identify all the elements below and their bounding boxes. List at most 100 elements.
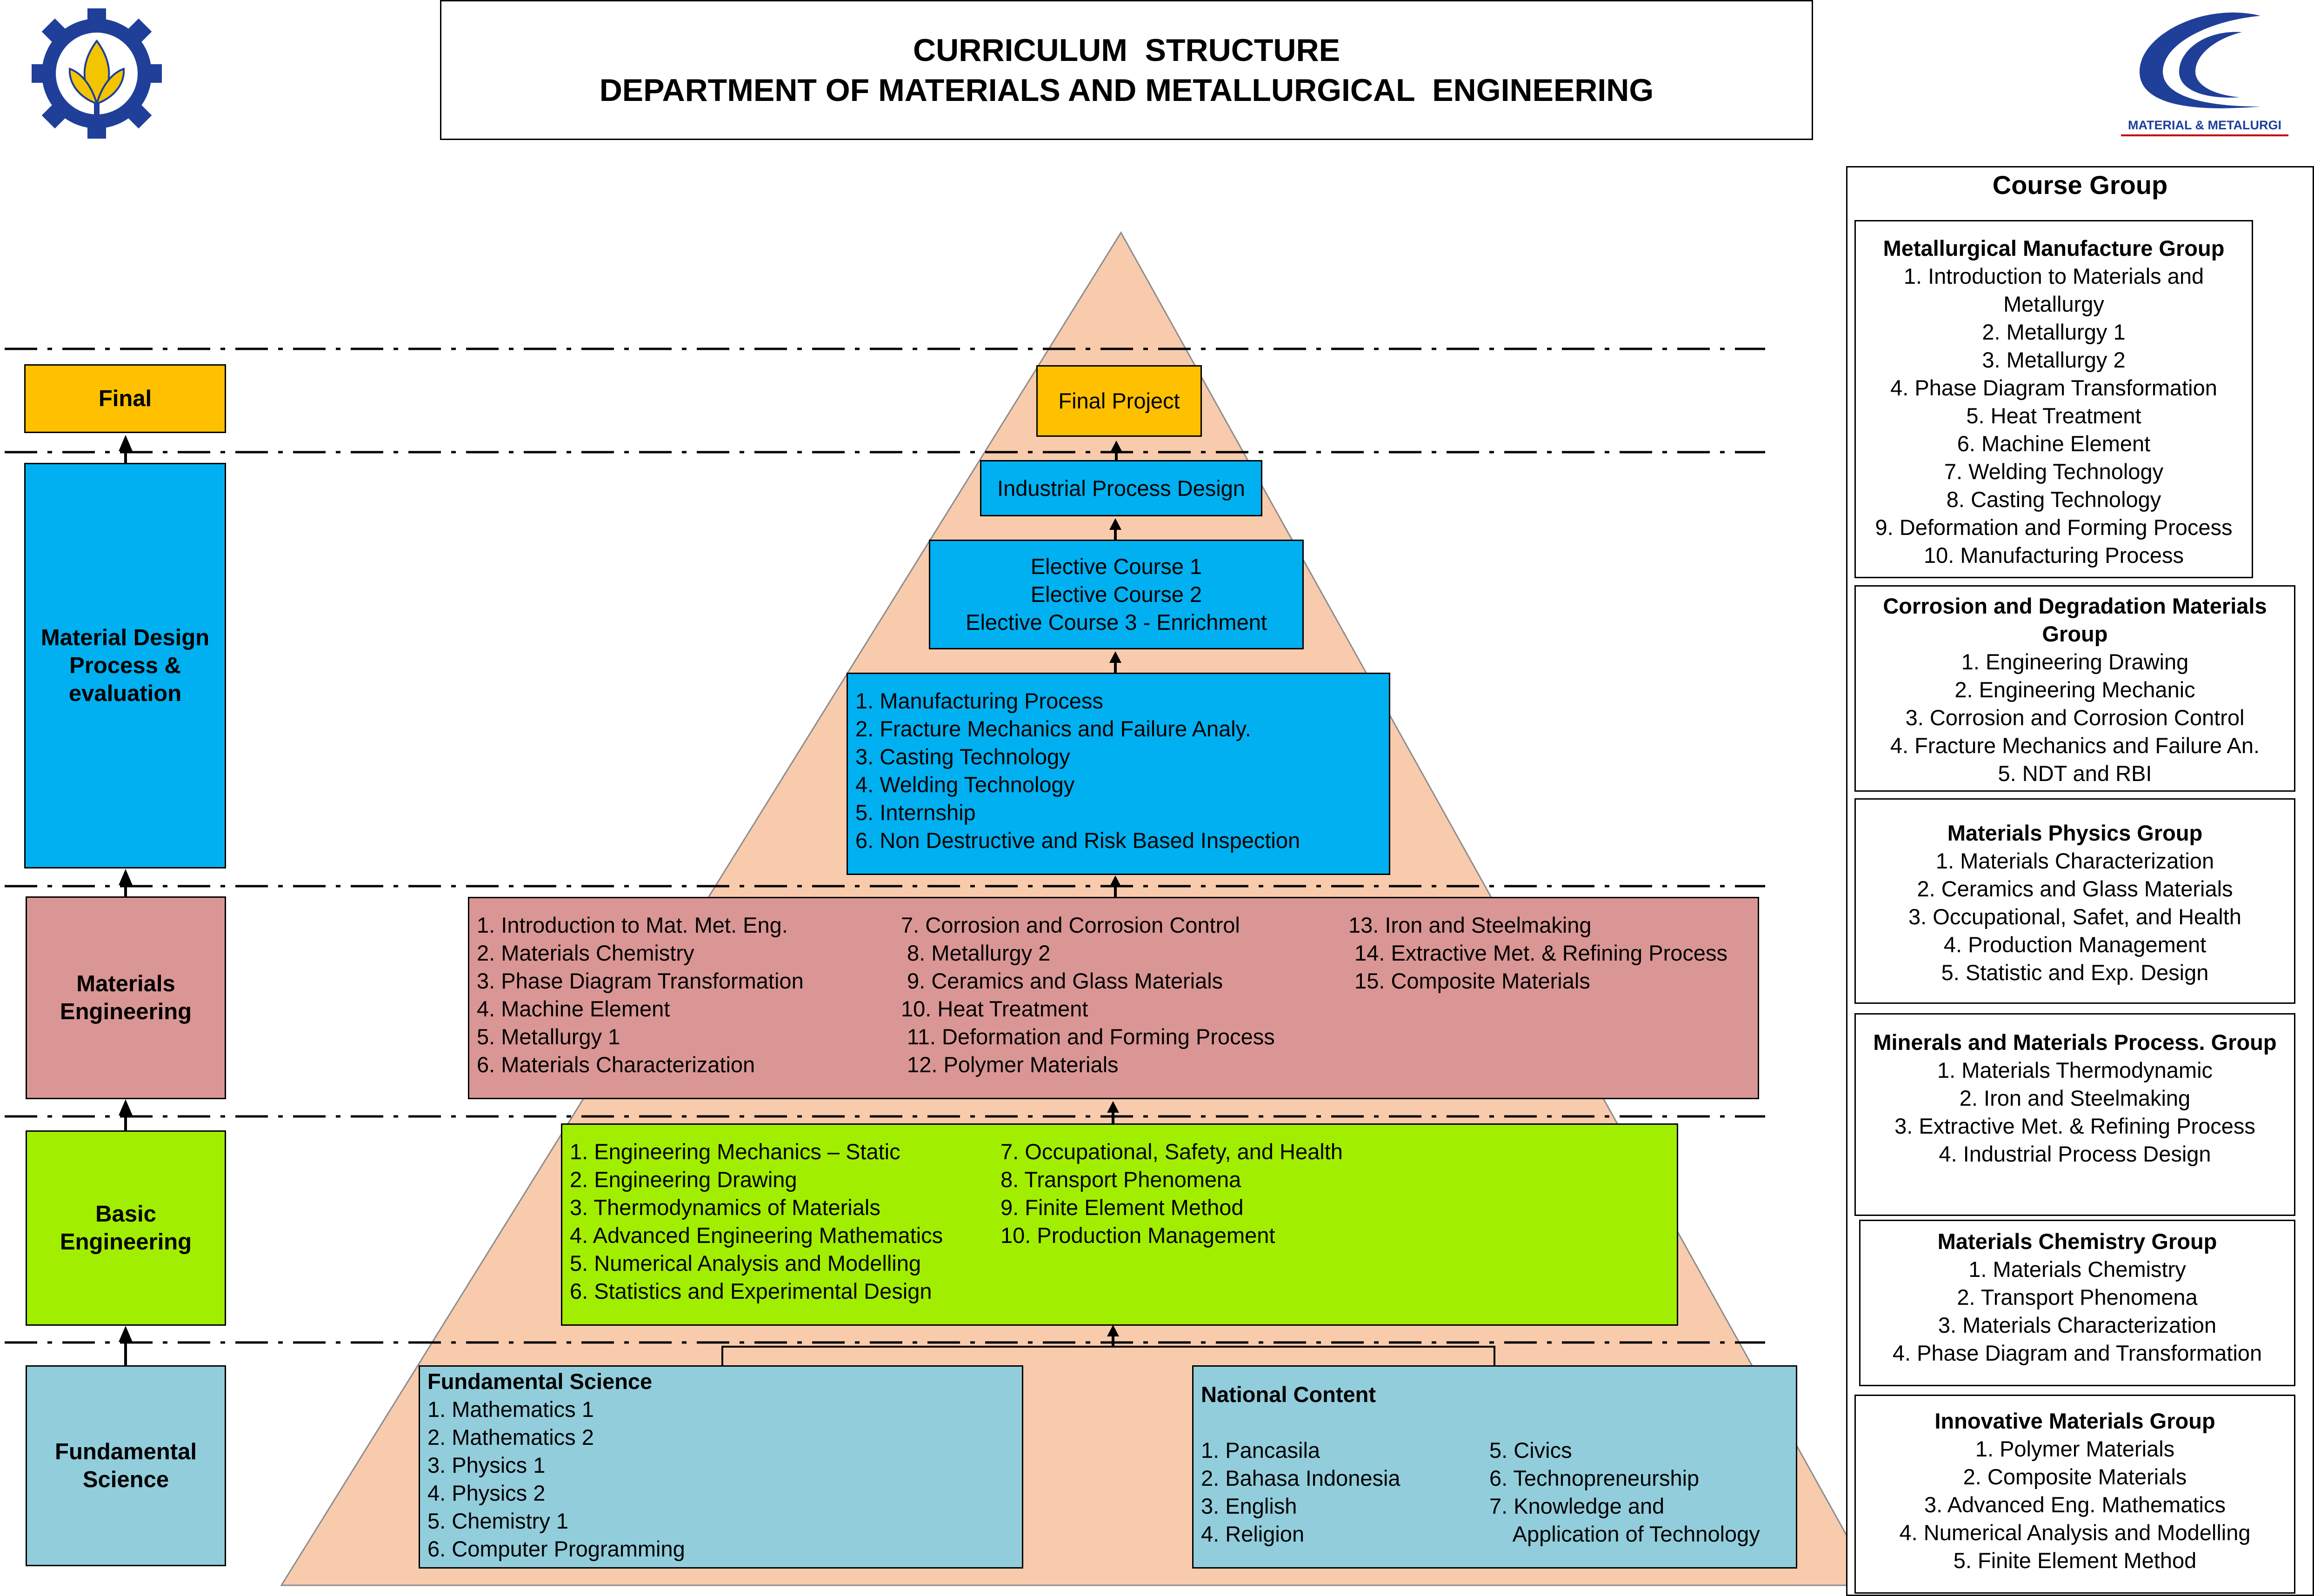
group-item: 2. Metallurgy 1 bbox=[1982, 320, 2126, 344]
group-item: 1. Introduction to Materials and bbox=[1903, 264, 2204, 288]
group-item: 3. Metallurgy 2 bbox=[1982, 347, 2126, 372]
design-courses-box: 1. Manufacturing Process 2. Fracture Mec… bbox=[847, 673, 1390, 875]
course-item: 3. Physics 1 bbox=[427, 1453, 546, 1477]
group-title: Innovative Materials Group bbox=[1934, 1409, 2215, 1433]
course-item: 3. English bbox=[1201, 1494, 1297, 1518]
group-item: 1. Materials Thermodynamic bbox=[1937, 1058, 2213, 1082]
group-title: Materials Physics Group bbox=[1947, 821, 2203, 845]
group-item: 1. Materials Chemistry bbox=[1968, 1257, 2186, 1282]
group-item: 4. Industrial Process Design bbox=[1939, 1142, 2211, 1166]
course-item: 6. Computer Programming bbox=[427, 1536, 685, 1561]
group-item: 8. Casting Technology bbox=[1946, 487, 2161, 512]
course-item: 5. Chemistry 1 bbox=[427, 1509, 568, 1533]
course-item: 4. Machine Element bbox=[477, 996, 670, 1021]
course-item: 2. Engineering Drawing bbox=[570, 1167, 797, 1192]
course-item: 9. Ceramics and Glass Materials bbox=[901, 968, 1223, 993]
national-content-box: National Content 1. Pancasila 2. Bahasa … bbox=[1192, 1365, 1797, 1569]
course-column: Fundamental Science 1. Mathematics 1 2. … bbox=[427, 1368, 685, 1563]
final-project-label: Final Project bbox=[1058, 388, 1180, 413]
arrowhead bbox=[119, 869, 133, 885]
group-item: 2. Ceramics and Glass Materials bbox=[1917, 876, 2233, 901]
department-logo-caption: MATERIAL & METALURGI bbox=[2121, 118, 2288, 136]
course-item: 5. Metallurgy 1 bbox=[477, 1024, 620, 1049]
arrowhead bbox=[1109, 875, 1121, 887]
arrowhead bbox=[1107, 1325, 1119, 1336]
group-item: 7. Welding Technology bbox=[1944, 459, 2164, 484]
basic-courses-box: 1. Engineering Mechanics – Static 2. Eng… bbox=[561, 1123, 1678, 1326]
course-item: 3. Thermodynamics of Materials bbox=[570, 1195, 880, 1220]
level-basic: Basic Engineering bbox=[26, 1130, 226, 1326]
page-subtitle: DEPARTMENT OF MATERIALS AND METALLURGICA… bbox=[599, 72, 1654, 108]
elective-item: Elective Course 3 - Enrichment bbox=[966, 610, 1267, 634]
level-materials: Materials Engineering bbox=[26, 896, 226, 1099]
course-item: 2. Materials Chemistry bbox=[477, 941, 694, 965]
department-logo: MATERIAL & METALURGI bbox=[2121, 7, 2288, 146]
connector-bracket bbox=[721, 1346, 1495, 1365]
group-title: Metallurgical Manufacture Group bbox=[1883, 236, 2225, 260]
course-item: 2. Bahasa Indonesia bbox=[1201, 1466, 1400, 1490]
course-item: 7. Occupational, Safety, and Health bbox=[1000, 1139, 1343, 1164]
course-item: 1. Introduction to Mat. Met. Eng. bbox=[477, 913, 788, 937]
final-project-box: Final Project bbox=[1036, 365, 1202, 437]
course-item: 7. Corrosion and Corrosion Control bbox=[901, 913, 1240, 937]
course-item: 2. Mathematics 2 bbox=[427, 1425, 594, 1449]
course-item: 6. Non Destructive and Risk Based Inspec… bbox=[855, 828, 1300, 853]
group-title: Corrosion and Degradation Materials Grou… bbox=[1883, 594, 2267, 646]
arrowhead bbox=[119, 435, 133, 451]
group-item: 4. Fracture Mechanics and Failure An. bbox=[1890, 733, 2260, 758]
arrowhead bbox=[1109, 518, 1121, 530]
course-item: 12. Polymer Materials bbox=[901, 1052, 1119, 1077]
group-item: 5. NDT and RBI bbox=[1998, 761, 2152, 786]
course-item: 5. Numerical Analysis and Modelling bbox=[570, 1251, 921, 1275]
course-item: 4. Physics 2 bbox=[427, 1481, 546, 1505]
course-item: 3. Phase Diagram Transformation bbox=[477, 968, 804, 993]
course-item: 1. Engineering Mechanics – Static bbox=[570, 1139, 900, 1164]
level-fundamental: Fundamental Science bbox=[26, 1365, 226, 1566]
box-heading-wrap: National Content bbox=[1201, 1381, 1376, 1409]
group-item: 3. Advanced Eng. Mathematics bbox=[1924, 1492, 2226, 1517]
group-item: 4. Phase Diagram and Transformation bbox=[1892, 1341, 2262, 1365]
group-title: Materials Chemistry Group bbox=[1937, 1229, 2217, 1254]
course-item: 5. Internship bbox=[855, 800, 976, 825]
course-item: 14. Extractive Met. & Refining Process bbox=[1348, 941, 1727, 965]
fundamental-science-box: Fundamental Science 1. Mathematics 1 2. … bbox=[419, 1365, 1023, 1569]
group-item: Metallurgy bbox=[2003, 292, 2104, 316]
group-item: 2. Composite Materials bbox=[1963, 1464, 2187, 1489]
course-item: 4. Advanced Engineering Mathematics bbox=[570, 1223, 943, 1248]
course-item: 8. Transport Phenomena bbox=[1000, 1167, 1241, 1192]
group-item: 3. Materials Characterization bbox=[1938, 1313, 2217, 1337]
group-card: Minerals and Materials Process. Group 1.… bbox=[1854, 1013, 2295, 1216]
arrowhead bbox=[119, 1326, 133, 1342]
level-design: Material Design Process & evaluation bbox=[24, 463, 226, 868]
group-item: 2. Iron and Steelmaking bbox=[1959, 1086, 2191, 1110]
industrial-process-box: Industrial Process Design bbox=[980, 460, 1262, 516]
group-item: 3. Extractive Met. & Refining Process bbox=[1894, 1114, 2255, 1138]
group-item: 6. Machine Element bbox=[1957, 431, 2151, 456]
course-group-title: Course Group bbox=[1992, 170, 2168, 200]
course-item: Application of Technology bbox=[1489, 1522, 1760, 1546]
group-card: Innovative Materials Group 1. Polymer Ma… bbox=[1854, 1395, 2295, 1594]
course-column: 1. Introduction to Mat. Met. Eng. 2. Mat… bbox=[477, 911, 804, 1079]
course-item: 3. Casting Technology bbox=[855, 744, 1070, 769]
course-item: 6. Technopreneurship bbox=[1489, 1466, 1700, 1490]
course-item: 10. Heat Treatment bbox=[901, 996, 1088, 1021]
group-item: 3. Occupational, Safet, and Health bbox=[1908, 904, 2241, 929]
course-item: 6. Materials Characterization bbox=[477, 1052, 755, 1077]
course-item: 11. Deformation and Forming Process bbox=[901, 1024, 1275, 1049]
course-item: 1. Pancasila bbox=[1201, 1438, 1320, 1462]
elective-box: Elective Course 1 Elective Course 2 Elec… bbox=[929, 540, 1304, 649]
group-item: 9. Deformation and Forming Process bbox=[1875, 515, 2233, 540]
course-item: 8. Metallurgy 2 bbox=[901, 941, 1051, 965]
group-card: Materials Chemistry Group 1. Materials C… bbox=[1859, 1220, 2295, 1386]
group-card: Materials Physics Group 1. Materials Cha… bbox=[1854, 798, 2295, 1004]
arrowhead bbox=[1109, 651, 1121, 663]
group-item: 4. Numerical Analysis and Modelling bbox=[1899, 1520, 2251, 1545]
group-item: 4. Production Management bbox=[1943, 932, 2207, 957]
industrial-process-label: Industrial Process Design bbox=[997, 475, 1245, 501]
group-item: 5. Heat Treatment bbox=[1966, 403, 2141, 428]
group-item: 5. Statistic and Exp. Design bbox=[1941, 960, 2209, 985]
box-heading: National Content bbox=[1201, 1382, 1376, 1407]
group-item: 10. Manufacturing Process bbox=[1923, 543, 2184, 568]
course-item: 15. Composite Materials bbox=[1348, 968, 1590, 993]
group-item: 1. Engineering Drawing bbox=[1961, 649, 2189, 674]
